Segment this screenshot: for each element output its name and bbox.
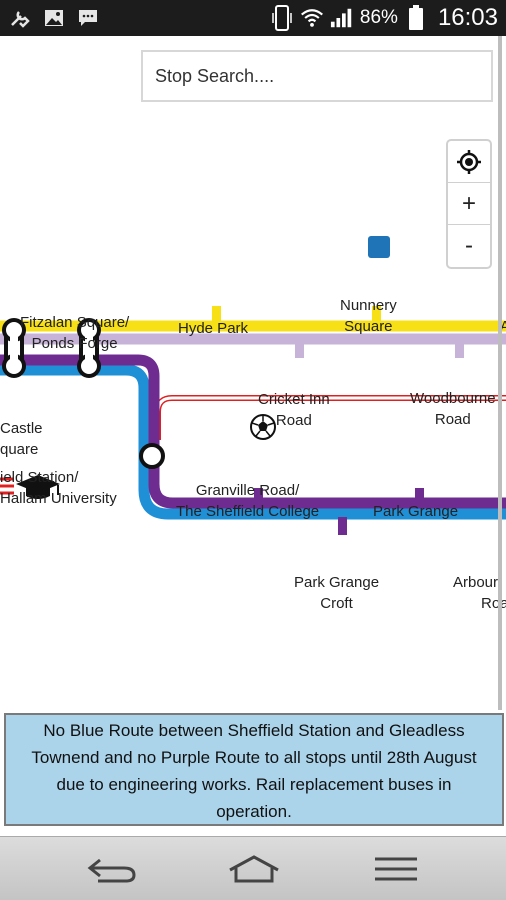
- stop-label-line: Granville Road/: [195, 482, 300, 499]
- interchange-castle: [2, 318, 26, 378]
- parking-sign-label: P: [373, 274, 385, 291]
- back-icon: [87, 858, 136, 883]
- service-notice: No Blue Route between Sheffield Station …: [4, 713, 504, 826]
- home-icon: [229, 855, 279, 883]
- stop-fitzalan-square[interactable]: Fitzalan Square/ Ponds Forge: [20, 312, 129, 354]
- stop-tick-woodbourne: [455, 342, 464, 358]
- stop-label-line: Hallam University: [0, 490, 117, 507]
- stop-label-line: Road: [275, 412, 312, 429]
- stop-label-line: Croft: [320, 595, 353, 612]
- stop-tick-nunnery: [372, 306, 381, 324]
- interchange-fitzalan: [77, 318, 101, 378]
- menu-button[interactable]: [366, 849, 426, 889]
- navigation-bar: [0, 836, 506, 900]
- notice-line: due to engineering works. Rail replaceme…: [56, 775, 452, 794]
- stop-sheffield-station[interactable]: ield Station/ Hallam University: [0, 467, 117, 509]
- home-button[interactable]: [224, 849, 284, 889]
- notice-line: operation.: [216, 802, 292, 821]
- notice-line: Townend and no Purple Route to all stops…: [31, 748, 477, 767]
- blue-line: [0, 364, 506, 520]
- crosshair-icon: [457, 149, 481, 174]
- stop-cricket-inn-road[interactable]: Cricket Inn Road: [258, 389, 330, 431]
- stop-park-grange-croft[interactable]: Park Grange Croft: [294, 572, 379, 614]
- stop-label-line: Square: [344, 318, 393, 335]
- menu-icon: [375, 857, 417, 881]
- route-lines: [0, 236, 506, 535]
- stop-label-line: ield Station/: [0, 469, 79, 486]
- stop-label-line: Castle: [0, 420, 43, 437]
- stop-label-line: Hyde Park: [178, 320, 249, 337]
- stop-nunnery-square[interactable]: Nunnery Square: [340, 295, 397, 337]
- battery-percent: 86%: [359, 7, 398, 28]
- wifi-icon: [300, 6, 324, 30]
- tools-icon: [8, 6, 32, 30]
- stop-label-line: Road: [434, 411, 471, 428]
- status-bar: 86% 16:03: [0, 0, 506, 36]
- zoom-out-button[interactable]: -: [465, 232, 473, 259]
- rail-icon: [0, 477, 14, 495]
- map-scrollbar[interactable]: [498, 36, 502, 710]
- university-icon: [16, 475, 60, 499]
- notice-line: No Blue Route between Sheffield Station …: [43, 721, 465, 740]
- stop-label-line: Arbour: [453, 574, 499, 591]
- route-map[interactable]: P Fitzalan Square/ Ponds Forge Hyde Park…: [0, 36, 506, 710]
- stop-tick-hyde-park: [212, 306, 221, 324]
- stop-label-line: Park Grange: [294, 574, 380, 591]
- stop-label-line: Nunnery: [340, 297, 397, 314]
- stop-label-line: Fitzalan Square/: [20, 314, 130, 331]
- stop-hyde-park[interactable]: Hyde Park: [178, 318, 248, 339]
- stop-label-line: Cricket Inn: [258, 391, 330, 408]
- message-icon: [76, 6, 100, 30]
- stop-tick-park-grange-croft: [338, 517, 347, 535]
- stop-castle-square[interactable]: Castle quare: [0, 418, 43, 460]
- parking-icon: [368, 236, 390, 258]
- stop-park-grange[interactable]: Park Grange: [373, 501, 458, 522]
- stop-label-line: Ponds Forge: [31, 335, 118, 352]
- stop-tick-granville: [254, 488, 263, 504]
- stop-label-line: quare: [0, 441, 39, 458]
- stop-granville-road[interactable]: Granville Road/ The Sheffield College: [176, 480, 319, 522]
- zoom-in-button[interactable]: +: [448, 183, 490, 225]
- stop-label-line: Park Grange: [373, 503, 459, 520]
- football-icon: [250, 414, 276, 440]
- system-icons: 86% 16:03: [270, 4, 498, 32]
- battery-icon: [404, 5, 428, 30]
- stop-search-input[interactable]: [143, 52, 491, 100]
- stop-search-box[interactable]: [141, 50, 493, 102]
- stop-woodbourne-road[interactable]: Woodbourne Road: [410, 388, 496, 430]
- signal-icon: [330, 6, 354, 30]
- stop-tick-park-grange: [415, 488, 424, 504]
- clock: 16:03: [437, 4, 498, 31]
- stop-partial-a: A: [500, 318, 506, 335]
- notification-icons: [8, 6, 100, 30]
- purple-line: [0, 354, 506, 509]
- stop-label-line: The Sheffield College: [176, 503, 320, 520]
- map-controls: + -: [446, 139, 492, 269]
- stop-tick-cricket-inn: [295, 342, 304, 358]
- locate-button[interactable]: [448, 141, 490, 183]
- back-button[interactable]: [82, 849, 142, 889]
- image-icon: [42, 6, 66, 30]
- phone-icon: [270, 5, 294, 31]
- stop-label-line: Woodbourne: [410, 390, 496, 407]
- interchange-station: [139, 443, 165, 469]
